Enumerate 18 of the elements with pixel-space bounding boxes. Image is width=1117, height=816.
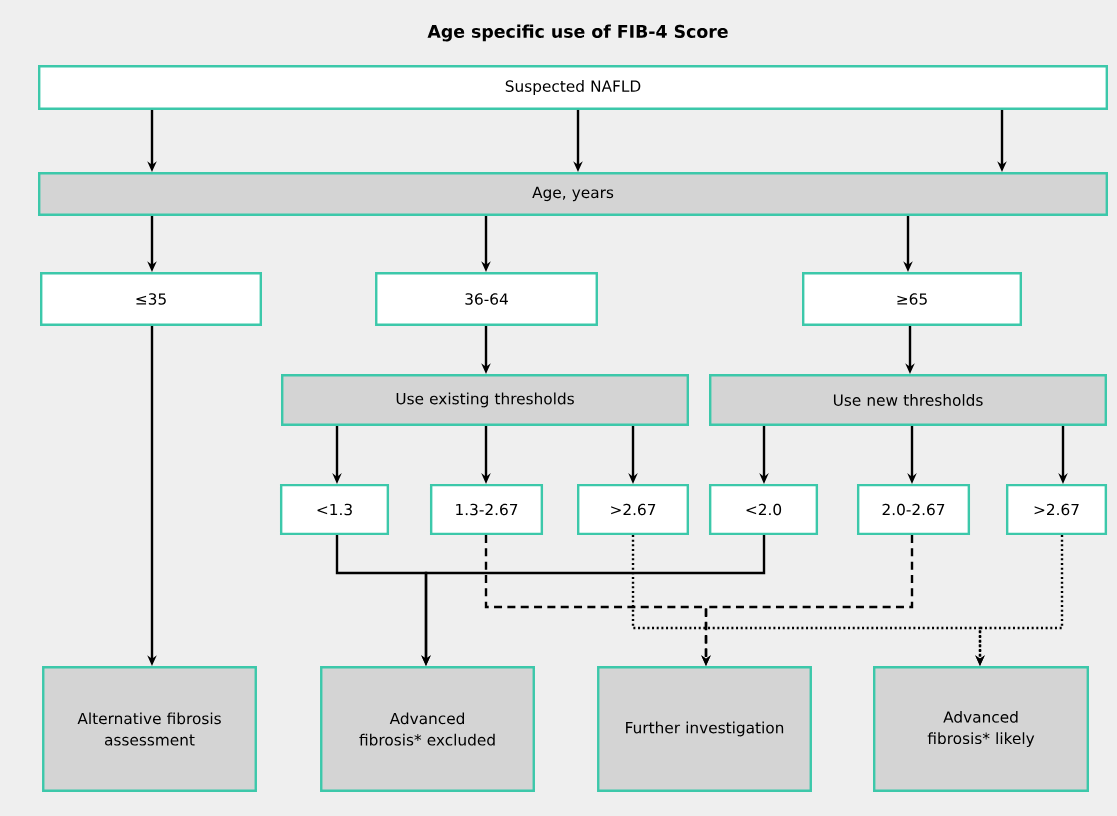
title: Age specific use of FIB-4 Score <box>427 24 728 42</box>
criterion-box: ≤35 <box>40 272 262 326</box>
category-box: Age, years <box>38 172 1108 216</box>
criterion-box: ≥65 <box>802 272 1022 326</box>
criterion-box: >2.67 <box>577 483 689 536</box>
category-box: Use new thresholds <box>709 374 1107 426</box>
category-box: Use existing thresholds <box>281 374 689 426</box>
result-box: Alternative fibrosis assessment <box>42 666 257 792</box>
result-box: Further investigation <box>597 666 812 792</box>
result-box: Advanced fibrosis* likely <box>873 666 1089 792</box>
criterion-box: >2.67 <box>1005 483 1108 536</box>
result-box: Advanced fibrosis* excluded <box>320 666 535 792</box>
criterion-box: <2.0 <box>708 483 819 536</box>
criterion-box: 2.0-2.67 <box>856 483 971 536</box>
criterion-box: Suspected NAFLD <box>38 65 1108 110</box>
criterion-box: <1.3 <box>279 483 390 536</box>
criterion-box: 36-64 <box>375 272 598 326</box>
criterion-box: 1.3-2.67 <box>430 483 544 536</box>
